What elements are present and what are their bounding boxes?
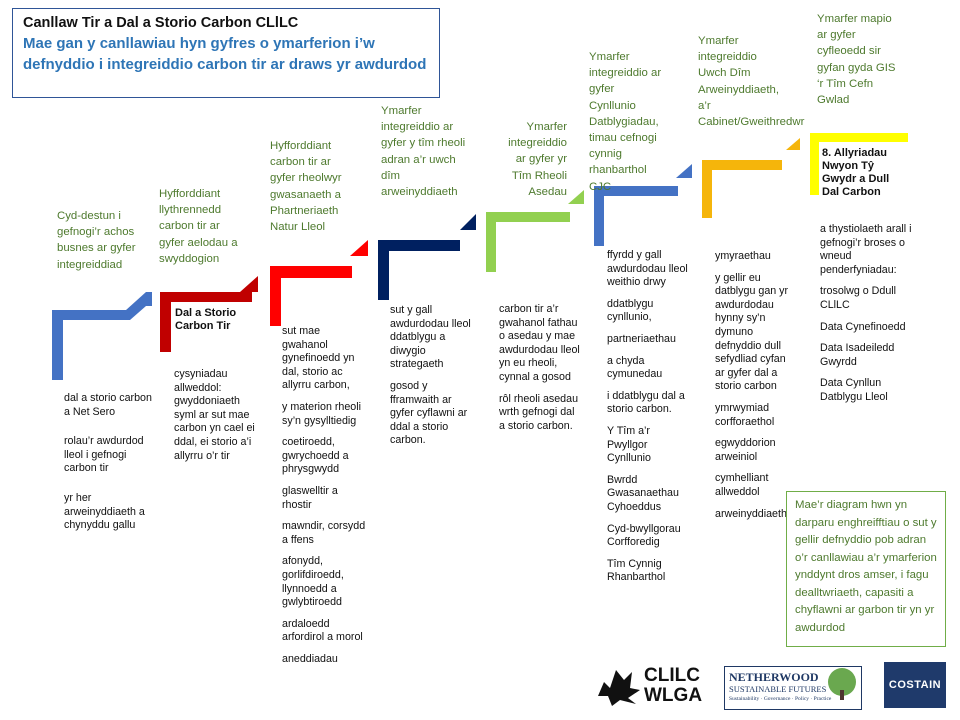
page-subtitle: Mae gan y canllawiau hyn gyfres o ymarfe… xyxy=(23,35,427,73)
list-item: cymhelliant allweddol xyxy=(715,472,769,498)
step-7-arrow xyxy=(786,138,800,150)
step-2-riser xyxy=(160,292,171,352)
step-7-exercise: Ymarfer integreiddio Uwch Dîm Arweinyddi… xyxy=(698,35,805,129)
wlga-line-2: WLGA xyxy=(644,685,703,706)
list-item: ymrwymiad corfforaethol xyxy=(715,401,775,428)
list-item: mawndir, corsydd a ffens xyxy=(282,520,366,546)
list-item: coetiroedd, gwrychoedd a phrysgwydd xyxy=(282,436,349,476)
tree-trunk xyxy=(840,690,844,700)
list-item: trosolwg o Ddull CLlLC xyxy=(820,285,897,311)
netherwood-tagline: Sustainability · Governance · Policy · P… xyxy=(729,696,832,702)
step-7-items: ymyraethau y gellir eu datblygu gan yr a… xyxy=(715,250,797,529)
netherwood-name: NETHERWOOD xyxy=(729,670,819,684)
step-6-arrow xyxy=(676,164,692,178)
note-box: Mae’r diagram hwn yn darparu enghreiffti… xyxy=(786,491,946,647)
list-item: egwyddorion arweiniol xyxy=(715,437,776,463)
step-8-exercise: Ymarfer mapio ar gyfer cyfleoedd sir gyf… xyxy=(817,13,896,107)
step-3-arrow xyxy=(350,240,368,256)
list-item: cysyniadau allweddol: gwyddoniaeth syml … xyxy=(174,368,255,462)
step-4-exercise: Ymarfer integreiddio ar gyfer y tîm rheo… xyxy=(381,105,466,199)
title-box: Canllaw Tir a Dal a Storio Carbon CLlLC … xyxy=(12,8,440,98)
list-item: sut mae gwahanol gynefinoedd yn dal, sto… xyxy=(282,325,355,392)
step-3-items: sut mae gwahanol gynefinoedd yn dal, sto… xyxy=(282,325,366,674)
list-item: Data Cynllun Datblygu Lleol xyxy=(820,377,888,403)
step-5-exercise: Ymarfer integreiddio ar gyfer yr Tîm Rhe… xyxy=(508,121,567,198)
list-item: ardaloedd arfordirol a morol xyxy=(282,617,363,644)
list-item: yr her arweinyddiaeth a chynyddu gallu xyxy=(64,491,145,532)
step-1-shape xyxy=(52,292,152,320)
tree-icon xyxy=(828,668,856,696)
step-8-top xyxy=(810,133,908,142)
list-item: Y Tîm a’r Pwyllgor Cynllunio xyxy=(607,424,651,465)
page-title: Canllaw Tir a Dal a Storio Carbon CLlLC xyxy=(23,15,299,31)
step-6-top xyxy=(594,186,678,196)
list-item: rôl rheoli asedau wrth gefnogi dal a sto… xyxy=(499,392,579,432)
list-item: afonydd, gorlifdiroedd, llynnoedd a gwly… xyxy=(282,555,344,609)
list-item: y materion rheoli sy’n gysylltiedig xyxy=(282,400,362,427)
list-item: ymyraethau xyxy=(715,250,771,262)
step-2-arrow xyxy=(240,276,258,292)
step-5-riser xyxy=(486,212,496,272)
list-item: aneddiadau xyxy=(282,652,338,665)
step-5-arrow xyxy=(568,190,584,204)
list-item: arweinyddiaeth xyxy=(715,507,787,520)
wlga-logo: CLILC WLGA xyxy=(644,666,702,706)
step-7-riser xyxy=(702,160,712,218)
list-item: sut y gall awdurdodau lleol ddatblygu a … xyxy=(390,304,471,371)
step-8-riser xyxy=(810,133,819,195)
list-item: i ddatblygu dal a storio carbon. xyxy=(607,389,685,416)
step-3-top xyxy=(270,266,352,278)
step-6-riser xyxy=(594,186,604,246)
step-5-top xyxy=(486,212,570,222)
step-4-items: sut y gall awdurdodau lleol ddatblygu a … xyxy=(390,304,476,456)
list-item: Data Isadeiledd Gwyrdd xyxy=(820,342,895,368)
list-item: Tîm Cynnig Rhanbarthol xyxy=(607,557,666,584)
step-4-top xyxy=(378,240,460,251)
step-3-riser xyxy=(270,266,281,326)
step-2-top xyxy=(160,292,252,302)
list-item: ffyrdd y gall awdurdodau lleol weithio d… xyxy=(607,249,688,289)
list-item: Bwrdd Gwasanaethau Cyhoeddus xyxy=(607,473,679,513)
step-2-items: cysyniadau allweddol: gwyddoniaeth syml … xyxy=(174,368,262,471)
wlga-line-1: CLILC xyxy=(644,665,700,686)
list-item: gosod y fframwaith ar gyfer cyflawni ar … xyxy=(390,379,468,447)
list-item: a chyda cymunedau xyxy=(607,354,663,381)
step-6-items: ffyrdd y gall awdurdodau lleol weithio d… xyxy=(607,249,693,593)
list-item: Data Cynefinoedd xyxy=(820,320,906,333)
step-7-top xyxy=(702,160,782,170)
list-item: a thystiolaeth arall i gefnogi’r broses … xyxy=(820,223,912,276)
list-item: dal a storio carbon a Net Sero xyxy=(64,392,152,418)
list-item: rolau’r awdurdod lleol i gefnogi carbon … xyxy=(64,435,144,475)
step-1-riser xyxy=(52,320,63,380)
step-2-label: Dal a Storio Carbon Tir xyxy=(175,307,237,332)
step-8-label: 8. Allyriadau Nwyon Tŷ Gwydr a Dull Dal … xyxy=(822,147,890,198)
list-item: partneriaethau xyxy=(607,332,676,345)
dragon-icon xyxy=(598,670,640,706)
step-4-arrow xyxy=(460,214,476,230)
step-5-items: carbon tir a’r gwahanol fathau o asedau … xyxy=(499,303,583,441)
step-2-exercise: Hyfforddiant llythrennedd carbon tir ar … xyxy=(159,188,238,265)
list-item: ddatblygu cynllunio, xyxy=(607,297,654,324)
step-6-exercise: Ymarfer integreiddio ar gyfer Cynllunio … xyxy=(589,51,662,193)
list-item: y gellir eu datblygu gan yr awdurdodau h… xyxy=(715,271,789,393)
costain-logo: COSTAIN xyxy=(884,662,946,708)
step-1-items: dal a storio carbon a Net Sero rolau’r a… xyxy=(64,392,152,541)
netherwood-logo: NETHERWOOD SUSTAINABLE FUTURES Sustainab… xyxy=(724,666,862,710)
list-item: glaswelltir a rhostir xyxy=(282,484,338,511)
list-item: carbon tir a’r gwahanol fathau o asedau … xyxy=(499,303,580,383)
step-1-arrow xyxy=(136,292,152,306)
list-item: Cyd-bwyllgorau Corfforedig xyxy=(607,522,681,549)
netherwood-sub: SUSTAINABLE FUTURES xyxy=(729,684,827,694)
step-3-exercise: Hyfforddiant carbon tir ar gyfer rheolwy… xyxy=(270,140,342,234)
step-4-riser xyxy=(378,240,389,300)
step-8-items: a thystiolaeth arall i gefnogi’r broses … xyxy=(820,223,912,413)
step-1-exercise: Cyd-destun i gefnogi’r achos busnes ar g… xyxy=(57,210,136,271)
